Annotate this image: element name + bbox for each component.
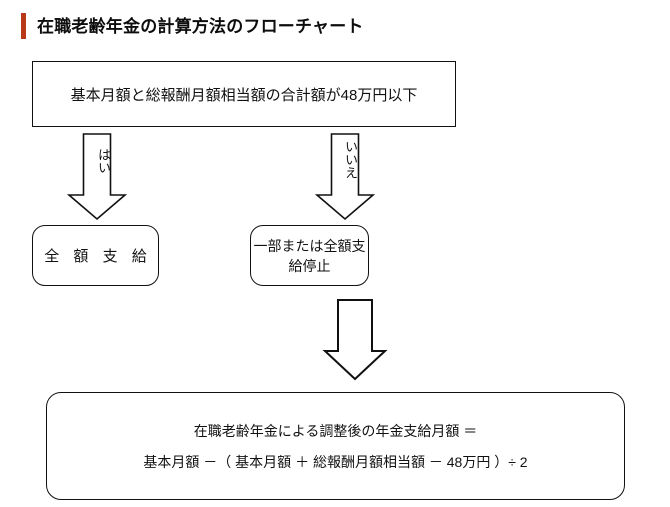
result-no-text: 一部または全額支給停止 xyxy=(253,237,366,274)
formula-line-1: 在職老齢年金による調整後の年金支給月額 ＝ xyxy=(193,422,478,439)
condition-box: 基本月額と総報酬月額相当額の合計額が48万円以下 xyxy=(32,61,456,127)
formula-box: 在職老齢年金による調整後の年金支給月額 ＝ 基本月額 －（ 基本月額 ＋ 総報酬… xyxy=(46,392,625,500)
result-box-full-payment: 全 額 支 給 xyxy=(32,225,159,286)
formula-line-2: 基本月額 －（ 基本月額 ＋ 総報酬月額相当額 － 48万円 ）÷ 2 xyxy=(143,453,528,470)
page-title: 在職老齢年金の計算方法のフローチャート xyxy=(0,11,670,41)
arrow-yes xyxy=(66,133,128,221)
arrow-no xyxy=(314,133,376,221)
result-yes-text: 全 額 支 給 xyxy=(44,248,152,265)
arrow-no-label: いいえ xyxy=(343,140,358,179)
title-label: 在職老齢年金の計算方法のフローチャート xyxy=(37,16,364,36)
arrow-to-formula xyxy=(322,299,388,381)
title-accent-bar xyxy=(21,13,26,39)
result-box-suspended-payment: 一部または全額支給停止 xyxy=(250,225,369,286)
arrow-yes-label: はい xyxy=(96,148,111,174)
condition-text: 基本月額と総報酬月額相当額の合計額が48万円以下 xyxy=(70,86,418,104)
